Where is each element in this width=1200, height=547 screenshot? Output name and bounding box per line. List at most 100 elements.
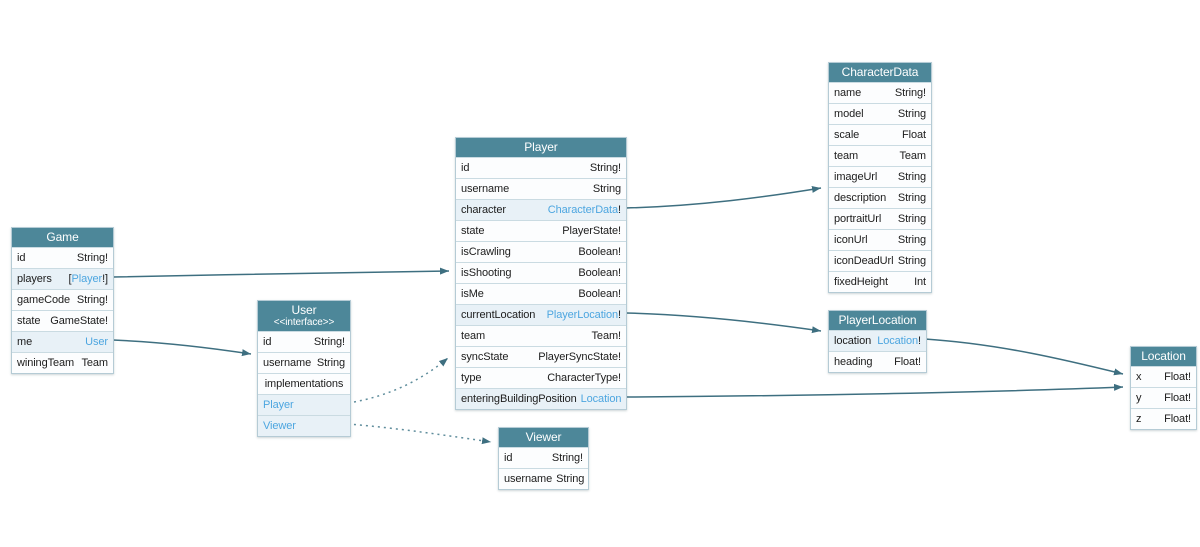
field-row-user-player[interactable]: Player <box>258 394 350 415</box>
type-text: Float! <box>1164 413 1191 425</box>
type-text: String <box>897 234 926 246</box>
field-type: PlayerState! <box>562 225 621 237</box>
field-type: String <box>593 183 621 195</box>
field-type: PlayerSyncState! <box>538 351 621 363</box>
type-text: PlayerSyncState! <box>538 351 621 363</box>
field-name: description <box>834 192 887 204</box>
type-node-header[interactable]: CharacterData <box>829 63 931 82</box>
field-name: character <box>461 204 506 216</box>
type-node-header[interactable]: Player <box>456 138 626 157</box>
type-text: Boolean! <box>578 246 621 258</box>
type-title: Player <box>524 140 558 154</box>
field-name: syncState <box>461 351 509 363</box>
field-name: type <box>461 372 482 384</box>
type-text: String <box>897 108 926 120</box>
field-name: id <box>263 336 272 348</box>
field-type: String <box>898 234 926 246</box>
type-link[interactable]: Location <box>580 393 622 405</box>
type-node-header[interactable]: Game <box>12 228 113 247</box>
field-name: currentLocation <box>461 309 536 321</box>
field-type: String <box>898 255 926 267</box>
type-link[interactable]: Player <box>71 273 103 285</box>
type-node-header[interactable]: Viewer <box>499 428 588 447</box>
field-type: Float! <box>1164 371 1191 383</box>
field-type: Location <box>581 393 622 405</box>
implementation-link[interactable]: Viewer <box>263 420 296 432</box>
type-link[interactable]: User <box>85 336 108 348</box>
field-row-player-character[interactable]: character CharacterData! <box>456 199 626 220</box>
type-text: Team! <box>591 330 622 342</box>
field-row-user-viewer[interactable]: Viewer <box>258 415 350 436</box>
field-row-player-isme[interactable]: isMe Boolean! <box>456 283 626 304</box>
field-type: Location! <box>877 335 921 347</box>
type-node-header[interactable]: Location <box>1131 347 1196 366</box>
field-name: isMe <box>461 288 484 300</box>
type-link[interactable]: Location <box>877 335 919 347</box>
field-type: CharacterData! <box>548 204 621 216</box>
type-text: String <box>556 473 585 485</box>
type-text: Float! <box>1164 371 1191 383</box>
field-name: id <box>504 452 513 464</box>
type-link[interactable]: PlayerLocation <box>546 309 619 321</box>
field-type: Team! <box>591 330 622 342</box>
field-row-game-players[interactable]: players[Player!] <box>12 268 113 289</box>
field-row-location-x[interactable]: x Float! <box>1131 366 1196 387</box>
field-name: x <box>1136 371 1142 383</box>
type-node-header[interactable]: PlayerLocation <box>829 311 926 330</box>
type-text: PlayerState! <box>562 225 621 237</box>
type-text: String! <box>894 87 926 99</box>
field-row-user-implementations[interactable]: implementations <box>258 373 350 394</box>
type-text: Boolean! <box>578 288 621 300</box>
field-type: String! <box>590 162 621 174</box>
field-row-game-me[interactable]: me User <box>12 331 113 352</box>
edge-playerlocation-location-to-location <box>924 338 1124 376</box>
field-type: String <box>898 108 926 120</box>
implementation-link[interactable]: Player <box>263 399 294 411</box>
field-row-player-syncstate[interactable]: syncState PlayerSyncState! <box>456 346 626 367</box>
type-text: Float <box>902 129 926 141</box>
field-name: me <box>17 336 33 348</box>
type-link[interactable]: CharacterData <box>547 204 619 216</box>
type-node-header[interactable]: User<<interface>> <box>258 301 350 331</box>
field-type: Float! <box>894 356 921 368</box>
